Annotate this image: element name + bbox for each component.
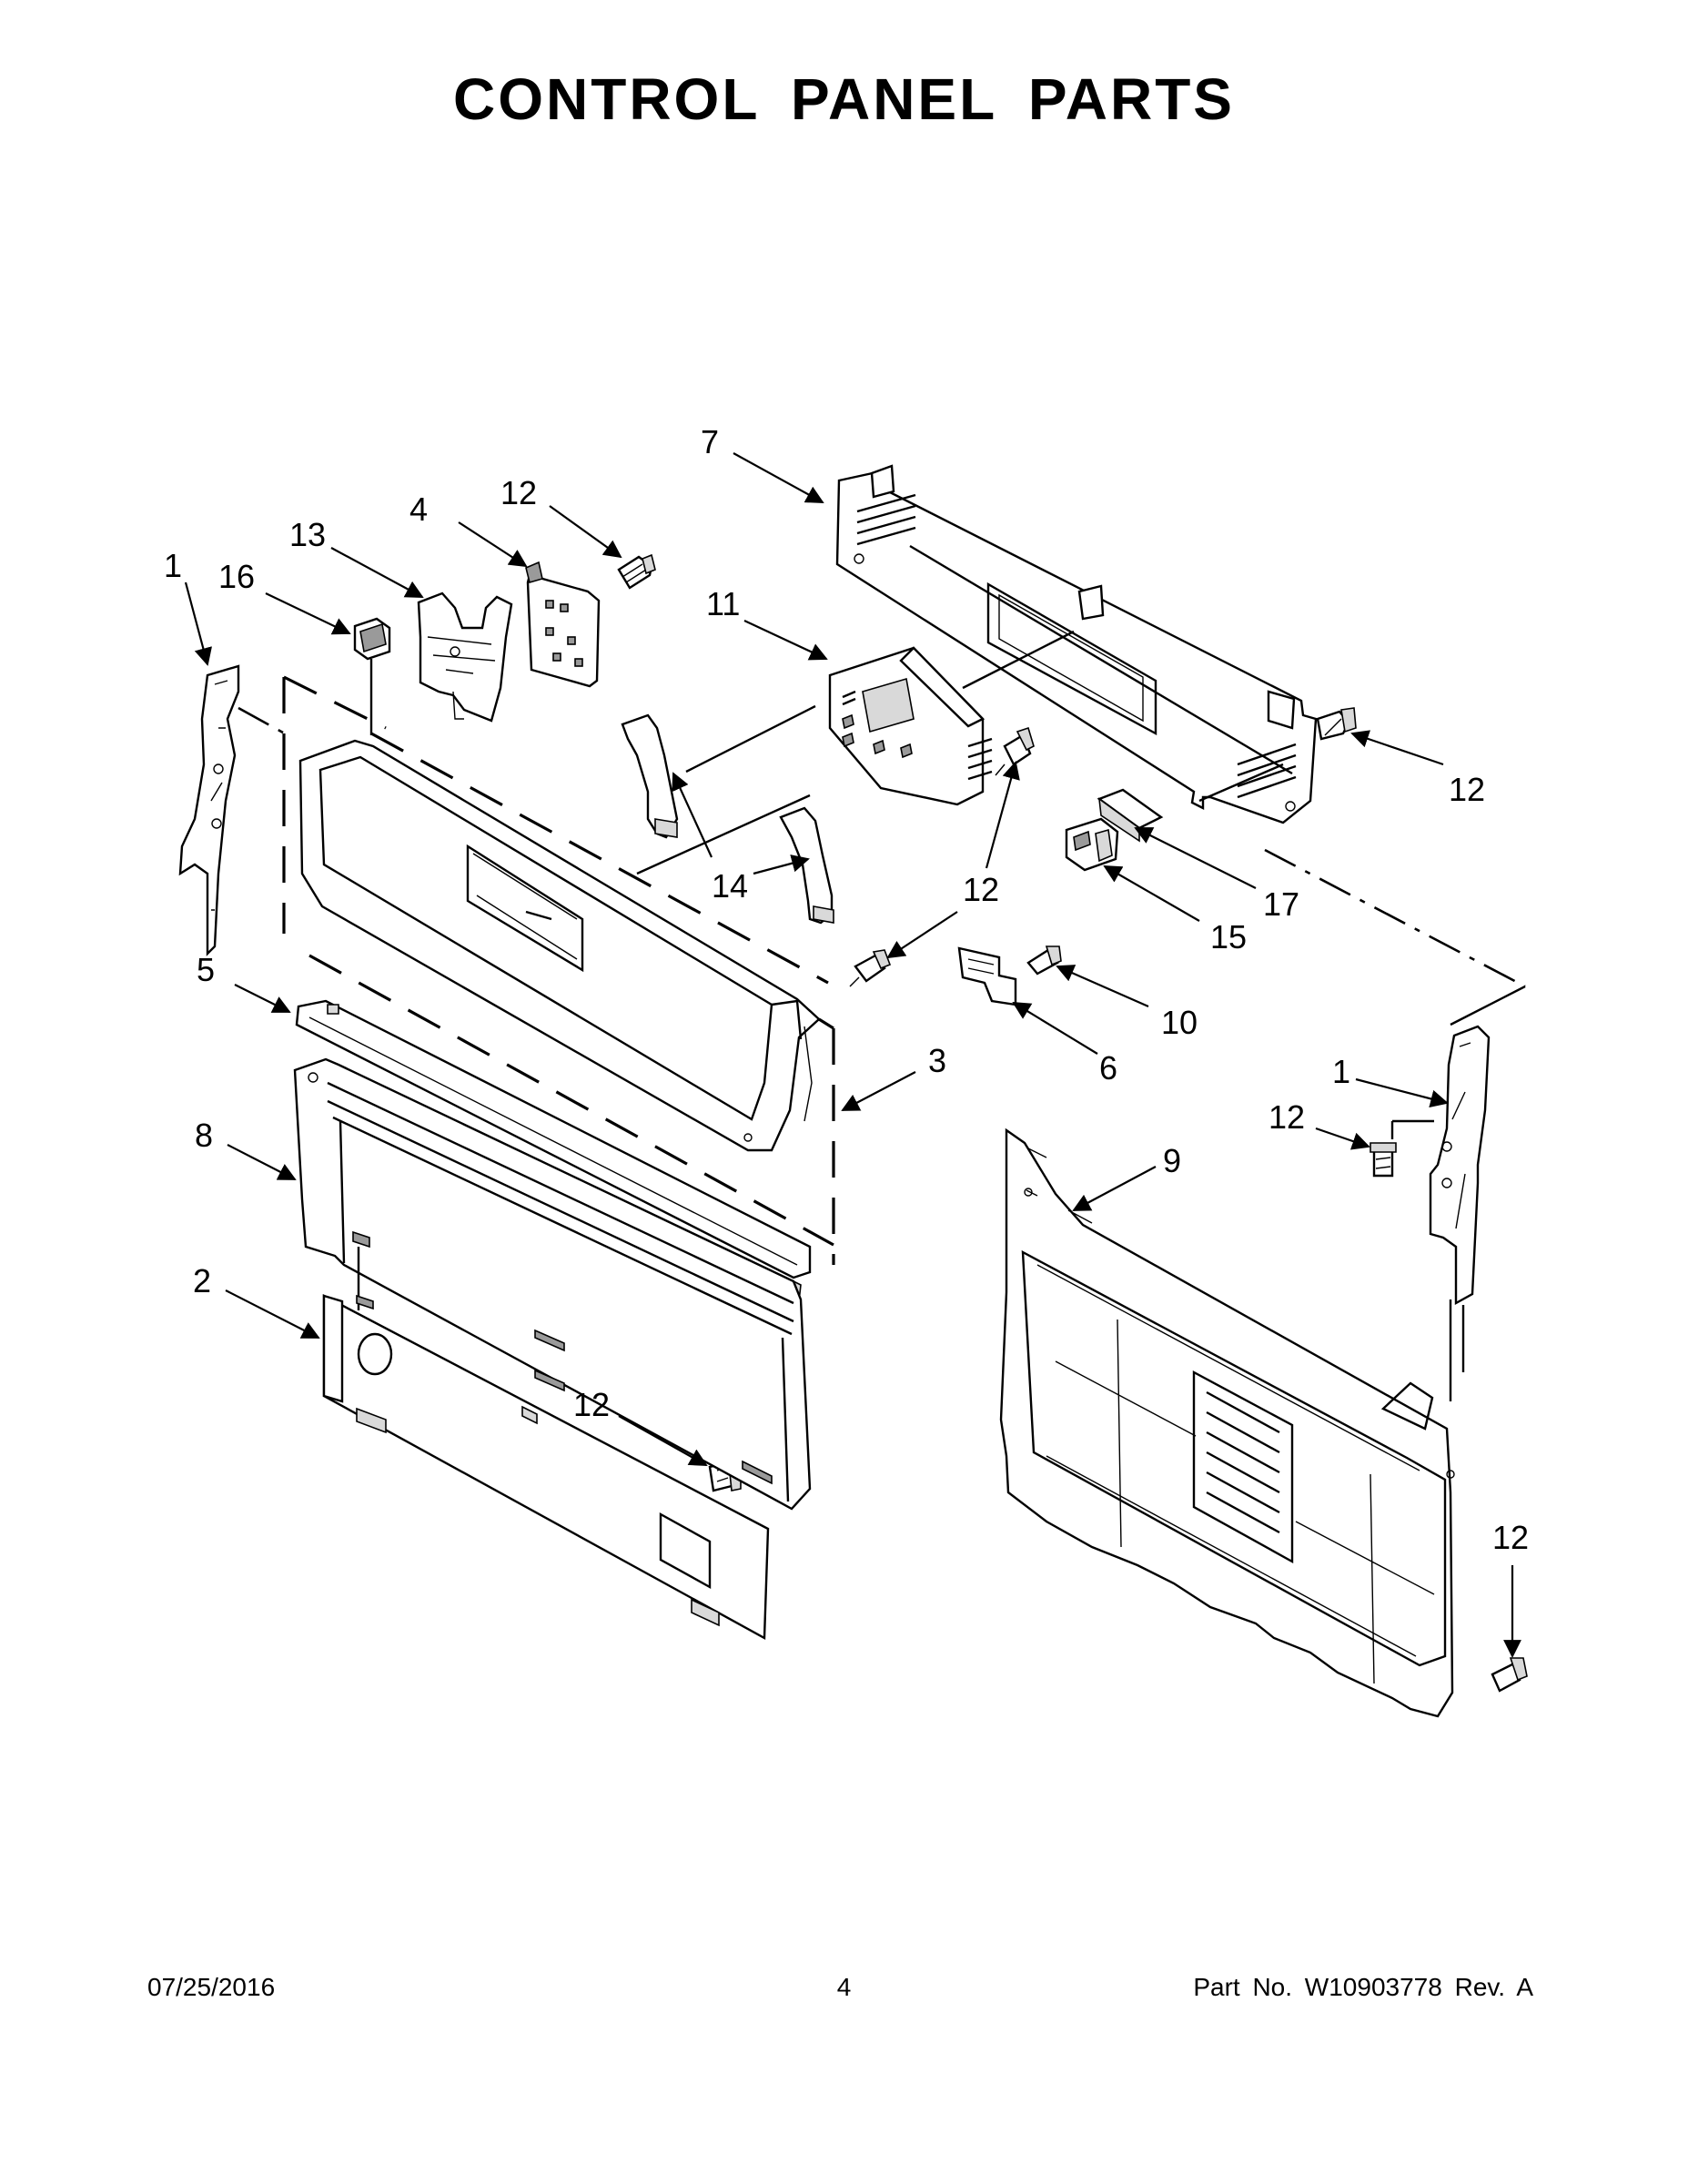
part-5-trim-strip [295,999,812,1303]
callout-6: 6 [1099,1049,1117,1087]
callout-2: 2 [193,1262,211,1299]
callout-17: 17 [1263,885,1299,923]
callout-15: 15 [1210,918,1247,956]
callout-13: 13 [289,516,326,553]
callout-12: 12 [500,474,537,511]
callout-arrows [184,452,1521,1658]
callout-1: 1 [1332,1053,1350,1090]
part-3-control-panel [298,739,821,1152]
footer-date: 07/25/2016 [147,1973,276,2001]
part-11-control-board [828,646,993,806]
part-2-lower-panel [322,1294,770,1640]
part-4-circuit-board [525,561,601,688]
screw-12g [1491,1657,1528,1693]
part-13-bracket [417,592,513,723]
part-8-frame [293,1057,812,1511]
screw-12b [1316,707,1357,741]
footer-page-number: 4 [836,1973,852,2001]
callout-7: 7 [701,423,719,460]
callout-1: 1 [164,547,182,584]
footer-part-number: Part No. W10903778 Rev. A [1193,1973,1533,2001]
callout-12: 12 [963,871,999,908]
assembly-lines [238,675,1526,1372]
part-14-bracket-a [621,713,679,839]
callout-11: 11 [706,585,740,622]
part-14-bracket-b [779,806,834,925]
part-7-rear-panel [835,464,1318,824]
callout-labels: 1 16 13 4 12 7 11 12 14 12 17 15 5 10 6 … [164,423,1529,1556]
screw-12c [995,726,1035,776]
callout-12: 12 [1269,1098,1305,1136]
callout-12: 12 [1449,771,1485,808]
callout-4: 4 [409,490,428,528]
screw-12a [617,553,656,590]
callout-3: 3 [928,1042,946,1079]
callout-16: 16 [218,558,255,595]
part-6-bracket [957,946,1017,1006]
callout-8: 8 [195,1117,213,1154]
screw-12e [1370,1142,1397,1178]
part-9-back-panel [999,1127,1455,1718]
part-1-right-end-cap [1390,1025,1491,1401]
screw-12d [849,949,892,987]
part-15-terminal-block [1065,817,1119,872]
screw-10 [1026,945,1062,976]
callout-14: 14 [712,867,748,905]
page-title: CONTROL PANEL PARTS [453,66,1235,132]
callout-12: 12 [573,1386,610,1423]
callout-5: 5 [197,951,215,988]
part-1-left-end-cap [178,664,240,956]
callout-12: 12 [1492,1519,1529,1556]
callout-10: 10 [1161,1004,1198,1041]
part-16-switch [353,617,391,735]
callout-9: 9 [1163,1142,1181,1179]
